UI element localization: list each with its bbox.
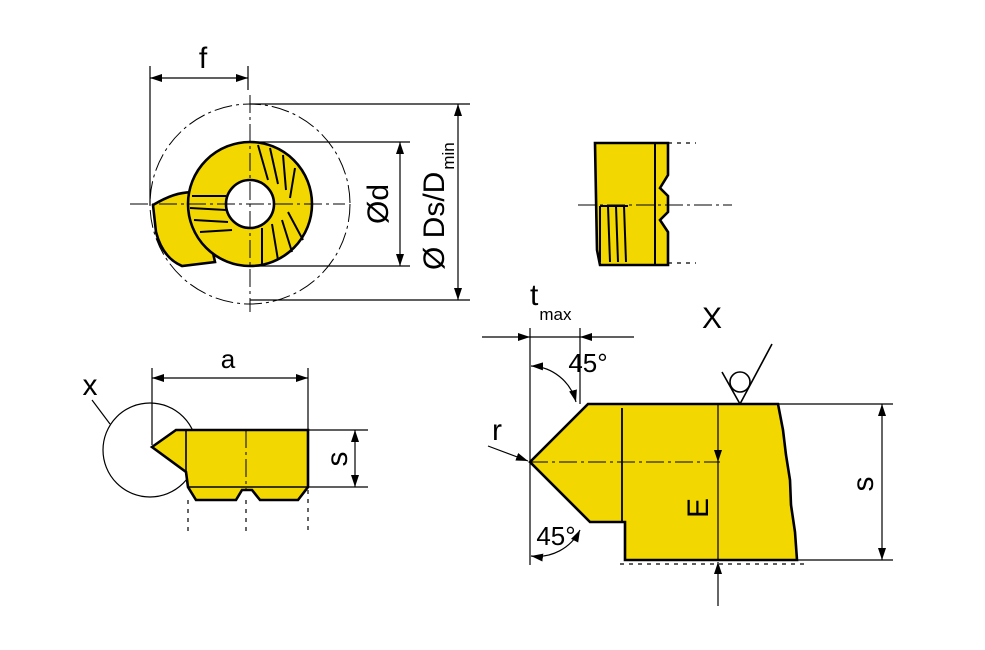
a-label: a: [221, 344, 236, 374]
r-leader: [487, 445, 529, 462]
r-label: r: [492, 414, 502, 447]
angle-top-arc: [530, 362, 577, 403]
detail-title: X: [702, 302, 722, 335]
side-view: [578, 141, 732, 267]
s-left-label: s: [321, 452, 354, 467]
angle-bottom-arc: [530, 529, 581, 562]
ods-label-main: Ø Ds/D: [418, 172, 451, 270]
detail-x-view: X tmax 45° 45° r E: [482, 279, 893, 606]
e-label: E: [682, 498, 715, 518]
od-label: Ød: [362, 184, 395, 224]
surface-finish-symbol: [721, 343, 773, 406]
angle-top-label: 45°: [568, 348, 607, 378]
top-view: f Ød Ø Ds/D min: [130, 42, 470, 312]
s-right-label: s: [847, 477, 880, 492]
tmax-label: tmax: [530, 279, 572, 324]
front-view: x a s: [83, 344, 368, 532]
ods-label-sub: min: [439, 142, 458, 169]
tmax-label-sub: max: [539, 305, 572, 324]
detail-x-leader: [91, 399, 111, 425]
f-label: f: [199, 42, 208, 75]
ods-label: Ø Ds/D min: [418, 142, 458, 270]
side-view-body: [593, 141, 670, 267]
side-view-flutes: [599, 205, 628, 263]
insert-grooves: [189, 144, 304, 264]
angle-bottom-label: 45°: [536, 521, 575, 551]
tmax-label-main: t: [530, 279, 539, 312]
detail-x-label: x: [83, 369, 98, 402]
